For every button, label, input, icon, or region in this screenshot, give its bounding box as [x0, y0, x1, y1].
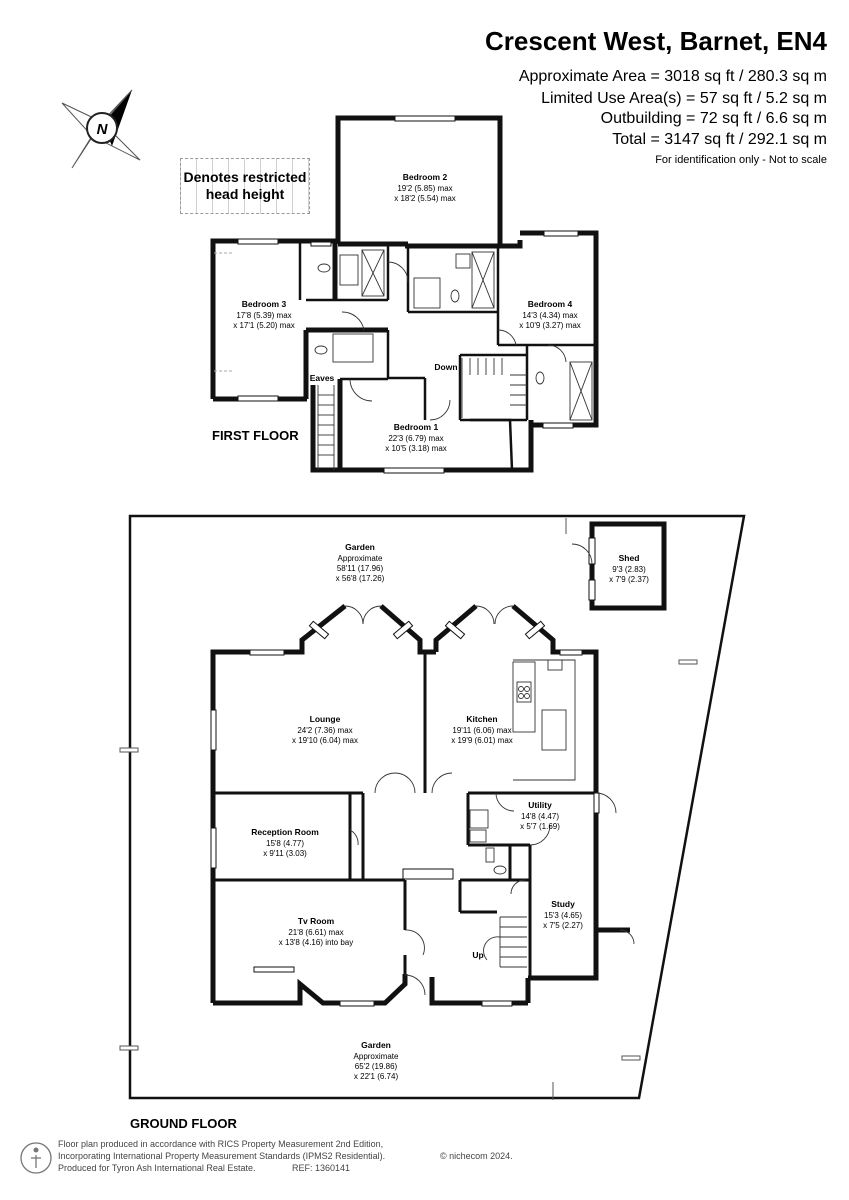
total-area: Total = 3147 sq ft / 292.1 sq m	[612, 131, 827, 148]
room-dim-bedroom2-1: 19'2 (5.85) max	[397, 184, 452, 193]
room-dim-study-2: x 7'5 (2.27)	[543, 921, 583, 930]
room-dim-shed-1: 9'3 (2.83)	[612, 565, 646, 574]
room-dim-study-1: 15'3 (4.65)	[544, 911, 582, 920]
ground-floor-walls	[210, 604, 630, 1006]
room-dim-lounge-2: x 19'10 (6.04) max	[292, 736, 358, 745]
room-name-reception: Reception Room	[251, 827, 319, 837]
room-name-bedroom2: Bedroom 2	[403, 172, 448, 182]
room-dim-utility-2: x 5'7 (1.69)	[520, 822, 560, 831]
room-dim-bedroom2-2: x 18'2 (5.54) max	[394, 194, 456, 203]
room-dim-garden-front-2: x 22'1 (6.74)	[354, 1072, 399, 1081]
room-dim-bedroom1-1: 22'3 (6.79) max	[388, 434, 443, 443]
room-dim-utility-1: 14'8 (4.47)	[521, 812, 559, 821]
footer-ref: REF: 1360141	[292, 1163, 351, 1173]
shed-outline	[571, 521, 667, 611]
room-name-shed: Shed	[619, 553, 640, 563]
ground-floor-inner-walls	[213, 652, 596, 978]
room-dim-kitchen-2: x 19'9 (6.01) max	[451, 736, 513, 745]
room-dim-garden-front-1: 65'2 (19.86)	[355, 1062, 398, 1071]
first-floor-labels: Bedroom 2 19'2 (5.85) max x 18'2 (5.54) …	[233, 172, 581, 453]
compass-icon: N	[61, 89, 141, 169]
person-info-icon	[20, 1142, 52, 1174]
limited-use-area: Limited Use Area(s) = 57 sq ft / 5.2 sq …	[541, 90, 827, 107]
room-name-lounge: Lounge	[310, 714, 341, 724]
room-dim-bedroom4-2: x 10'9 (3.27) max	[519, 321, 581, 330]
stairs-up-label: Up	[472, 950, 483, 960]
room-dim-tvroom-2: x 13'8 (4.16) into bay	[279, 938, 353, 947]
property-address: Crescent West, Barnet, EN4	[485, 26, 827, 56]
room-dim-reception-2: x 9'11 (3.03)	[263, 849, 307, 858]
room-dim-tvroom-1: 21'8 (6.61) max	[288, 928, 343, 937]
room-name-kitchen: Kitchen	[466, 714, 497, 724]
room-dim-bedroom3-1: 17'8 (5.39) max	[236, 311, 291, 320]
room-dim-lounge-1: 24'2 (7.36) max	[297, 726, 352, 735]
first-floor-windows	[237, 115, 579, 474]
compass-letter: N	[97, 121, 109, 138]
footer-line-2: Incorporating International Property Mea…	[58, 1151, 386, 1161]
footer-line-3: Produced for Tyron Ash International Rea…	[58, 1163, 256, 1173]
footer-line-1: Floor plan produced in accordance with R…	[58, 1139, 384, 1149]
legend-line-2: head height	[205, 186, 285, 202]
room-name-study: Study	[551, 899, 575, 909]
room-dim-shed-2: x 7'9 (2.37)	[609, 575, 649, 584]
room-name-tvroom: Tv Room	[298, 916, 335, 926]
legend-line-1: Denotes restricted	[183, 169, 307, 185]
first-floor-title: FIRST FLOOR	[212, 428, 299, 443]
room-dim-garden-rear-1: 58'11 (17.96)	[337, 564, 384, 573]
site-boundary	[128, 514, 746, 1100]
outbuilding-area: Outbuilding = 72 sq ft / 6.6 sq m	[600, 110, 827, 127]
first-floor-inner-walls	[298, 243, 596, 471]
approximate-area: Approximate Area = 3018 sq ft / 280.3 sq…	[518, 68, 827, 85]
room-dim-bedroom3-2: x 17'1 (5.20) max	[233, 321, 295, 330]
room-name-garden-front: Garden	[361, 1040, 391, 1050]
stairs-down-label: Down	[434, 362, 457, 372]
room-dim-reception-1: 15'8 (4.77)	[266, 839, 304, 848]
room-dim-garden-rear-0: Approximate	[338, 554, 383, 563]
room-dim-garden-rear-2: x 56'8 (17.26)	[336, 574, 385, 583]
ground-floor-title: GROUND FLOOR	[130, 1116, 237, 1131]
room-name-utility: Utility	[528, 800, 552, 810]
room-name-garden-rear: Garden	[345, 542, 375, 552]
ground-floor-fixtures	[344, 605, 635, 996]
room-dim-bedroom1-2: x 10'5 (3.18) max	[385, 444, 447, 453]
footer-copyright: © nichecom 2024.	[440, 1151, 513, 1161]
restricted-height-legend: Denotes restricted head height	[180, 158, 310, 214]
room-name-bedroom3: Bedroom 3	[242, 299, 287, 309]
first-floor-fixtures	[214, 249, 593, 470]
ground-floor-windows	[210, 620, 600, 1007]
boundary-gates	[119, 518, 698, 1100]
scale-disclaimer: For identification only - Not to scale	[655, 154, 827, 166]
room-dim-bedroom4-1: 14'3 (4.34) max	[522, 311, 577, 320]
ground-floor-labels: Garden Approximate 58'11 (17.96) x 56'8 …	[251, 542, 649, 1081]
room-name-bedroom1: Bedroom 1	[394, 422, 439, 432]
room-name-bedroom4: Bedroom 4	[528, 299, 573, 309]
room-dim-kitchen-1: 19'11 (6.06) max	[452, 726, 511, 735]
room-dim-garden-front-0: Approximate	[354, 1052, 399, 1061]
eaves-label: Eaves	[310, 373, 335, 383]
